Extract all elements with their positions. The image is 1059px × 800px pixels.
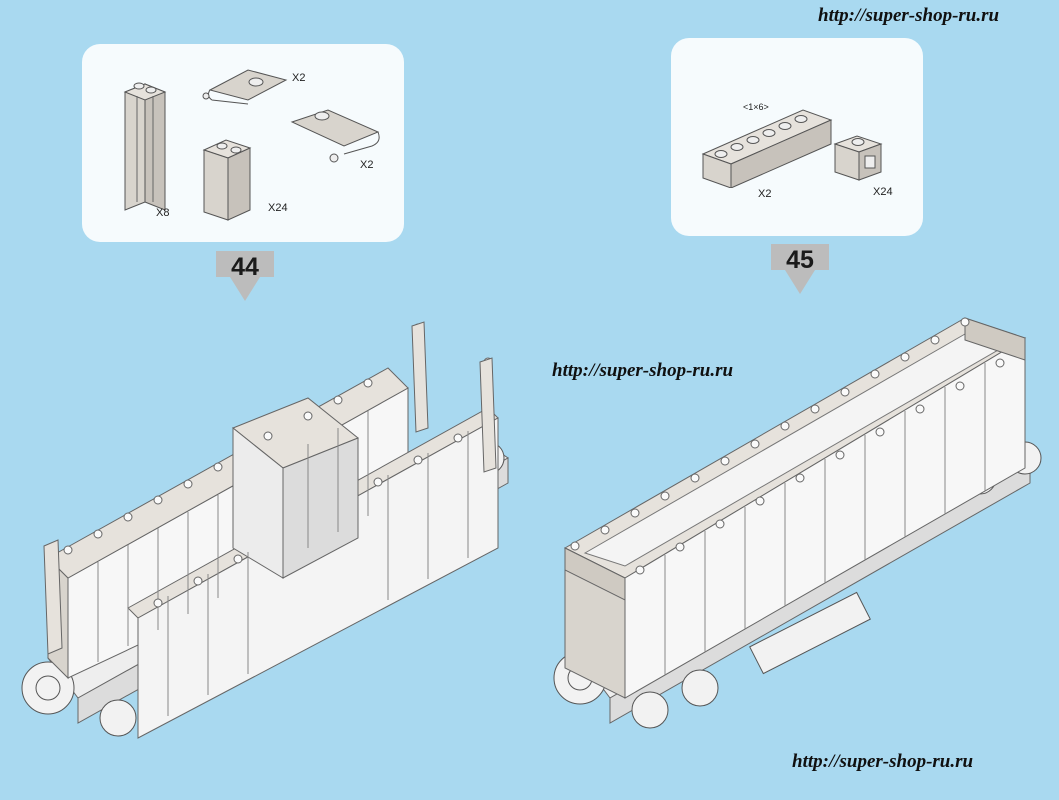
- qty-label: X2: [758, 188, 772, 200]
- qty-label: X8: [156, 207, 170, 219]
- step-number-label: 45: [786, 246, 814, 274]
- qty-label: X2: [292, 72, 306, 84]
- curved-slope-plate-icon: [202, 69, 288, 105]
- step-number-45: 45: [767, 244, 833, 298]
- panel-icon: [202, 139, 252, 221]
- step-number-label: 44: [231, 253, 259, 281]
- watermark-top: http://super-shop-ru.ru: [818, 5, 1000, 26]
- tall-column-brick-icon: [123, 82, 167, 211]
- headlight-brick-icon: [833, 135, 883, 181]
- qty-label: X24: [268, 202, 288, 214]
- train-wagon-model-step-44: [21, 321, 509, 739]
- qty-label: X2: [360, 159, 374, 171]
- down-arrow-icon: [216, 251, 274, 301]
- qty-label: X24: [873, 186, 893, 198]
- parts-box-step-45: <1×6> X2 X24: [671, 38, 923, 236]
- brick-size-label: <1×6>: [743, 102, 769, 112]
- brick-1x6-icon: [701, 109, 833, 188]
- down-arrow-icon: [771, 244, 829, 294]
- watermark-middle: http://super-shop-ru.ru: [552, 360, 734, 381]
- watermark-bottom: http://super-shop-ru.ru: [792, 751, 974, 772]
- train-wagon-model-step-45: [553, 317, 1042, 729]
- curved-slope-plate-icon: [290, 109, 380, 163]
- step-number-44: 44: [212, 251, 278, 305]
- parts-box-step-44: X8 X2 X24 X2: [82, 44, 404, 242]
